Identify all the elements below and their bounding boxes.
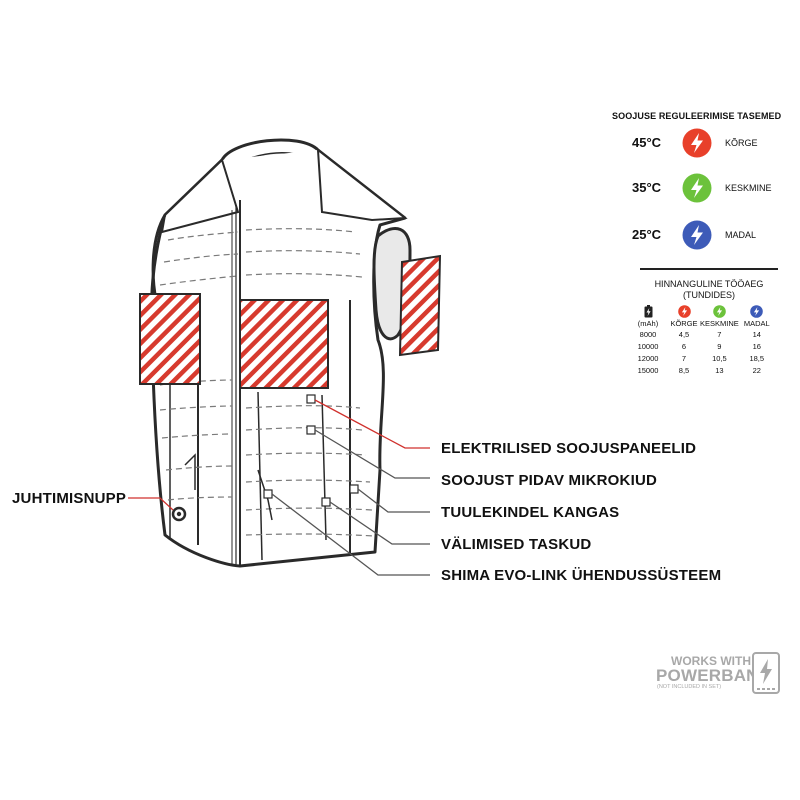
- heating-panel-back: [398, 254, 442, 357]
- heat-level-temp: 35°C: [632, 180, 662, 195]
- lightning-bolt-icon: [677, 305, 691, 318]
- powerbank-line3: (NOT INCLUDED IN SET): [657, 684, 722, 690]
- column-label: KÕRGE: [670, 319, 698, 328]
- label-windproof: TUULEKINDEL KANGAS: [441, 504, 620, 521]
- runtime-title: HINNANGULINE TÖÖAEG (TUNDIDES): [640, 279, 778, 301]
- leader-heating-panels: [314, 399, 430, 449]
- pocket-zip-left: [184, 453, 196, 490]
- capacity-header: (mAh): [628, 305, 668, 328]
- table-cell: 7: [681, 353, 687, 363]
- heat-level-high: 45°C KÕRGE: [628, 128, 778, 158]
- table-cell: 9: [717, 341, 722, 351]
- label-heating-panels: ELEKTRILISED SOOJUSPANEELID: [441, 440, 697, 457]
- marker-microfiber: [306, 425, 316, 435]
- column-label: MADAL: [743, 319, 770, 328]
- powerbank-line1: WORKS WITH: [671, 654, 751, 668]
- table-cell: 10000: [637, 341, 659, 351]
- heat-level-medium: 35°C KESKMINE: [628, 173, 778, 203]
- heating-panel-center: [239, 299, 329, 389]
- lightning-bolt-icon: [682, 220, 712, 250]
- runtime-title-line2: (TUNDIDES): [683, 290, 735, 300]
- table-cell: 15000: [637, 365, 659, 375]
- heat-level-name: KÕRGE: [725, 138, 758, 148]
- powerbank-line2: POWERBANK: [656, 666, 772, 685]
- heat-level-name: KESKMINE: [725, 183, 772, 193]
- table-cell: 14: [752, 329, 761, 339]
- marker-windproof: [349, 484, 359, 494]
- runtime-table: (mAh) KÕRGE KESKMINE MADAL 8000 4,5: [628, 305, 775, 376]
- powerbank-icon: [752, 652, 780, 694]
- table-cell: 7: [717, 329, 722, 339]
- label-evo-link: SHIMA EVO-LINK ÜHENDUSSÜSTEEM: [441, 567, 722, 584]
- table-cell: 6: [681, 341, 687, 351]
- lightning-bolt-icon: [682, 173, 712, 203]
- table-row: 12000 7 10,5 18,5: [628, 352, 775, 364]
- capacity-unit: (mAh): [637, 319, 659, 328]
- runtime-divider: [640, 268, 778, 270]
- marker-evo-link: [263, 489, 273, 499]
- table-cell: 8,5: [678, 365, 690, 375]
- table-row: 15000 8,5 13 22: [628, 364, 775, 376]
- leader-windproof: [357, 488, 430, 513]
- column-medium: KESKMINE: [700, 305, 739, 328]
- heat-level-temp: 45°C: [632, 135, 662, 150]
- battery-icon: [644, 305, 652, 318]
- column-low: MADAL: [739, 305, 775, 328]
- label-control-button: JUHTIMISNUPP: [12, 490, 127, 507]
- leader-control-button: [128, 497, 174, 511]
- table-cell: 4,5: [678, 329, 690, 339]
- table-cell: 13: [715, 365, 724, 375]
- leader-evo-link: [271, 493, 430, 576]
- lightning-bolt-icon: [682, 128, 712, 158]
- marker-pocket: [321, 497, 331, 507]
- heat-level-low: 25°C MADAL: [628, 220, 778, 250]
- lightning-bolt-icon: [750, 305, 764, 318]
- table-cell: 10,5: [712, 353, 727, 363]
- marker-heating-panel: [306, 394, 316, 404]
- heating-panel-left: [139, 293, 201, 385]
- leader-pockets: [329, 501, 430, 545]
- table-row: 8000 4,5 7 14: [628, 328, 775, 340]
- column-label: KESKMINE: [700, 319, 739, 328]
- heat-levels-title: SOOJUSE REGULEERIMISE TASEMED: [612, 111, 782, 121]
- lightning-bolt-icon: [713, 305, 726, 318]
- pocket-zip-right: [257, 469, 273, 521]
- heat-level-temp: 25°C: [632, 227, 662, 242]
- table-cell: 18,5: [749, 353, 765, 363]
- table-cell: 16: [752, 341, 761, 351]
- heat-level-name: MADAL: [725, 230, 757, 240]
- column-high: KÕRGE: [668, 305, 700, 328]
- table-cell: 22: [752, 365, 761, 375]
- runtime-header-row: (mAh) KÕRGE KESKMINE MADAL: [628, 305, 775, 328]
- leader-microfiber: [314, 429, 430, 479]
- label-pockets: VÄLIMISED TASKUD: [441, 536, 592, 553]
- table-cell: 8000: [639, 329, 657, 339]
- table-cell: 12000: [637, 353, 659, 363]
- table-row: 10000 6 9 16: [628, 340, 775, 352]
- label-microfiber: SOOJUST PIDAV MIKROKIUD: [441, 472, 658, 489]
- runtime-title-line1: HINNANGULINE TÖÖAEG: [654, 279, 764, 289]
